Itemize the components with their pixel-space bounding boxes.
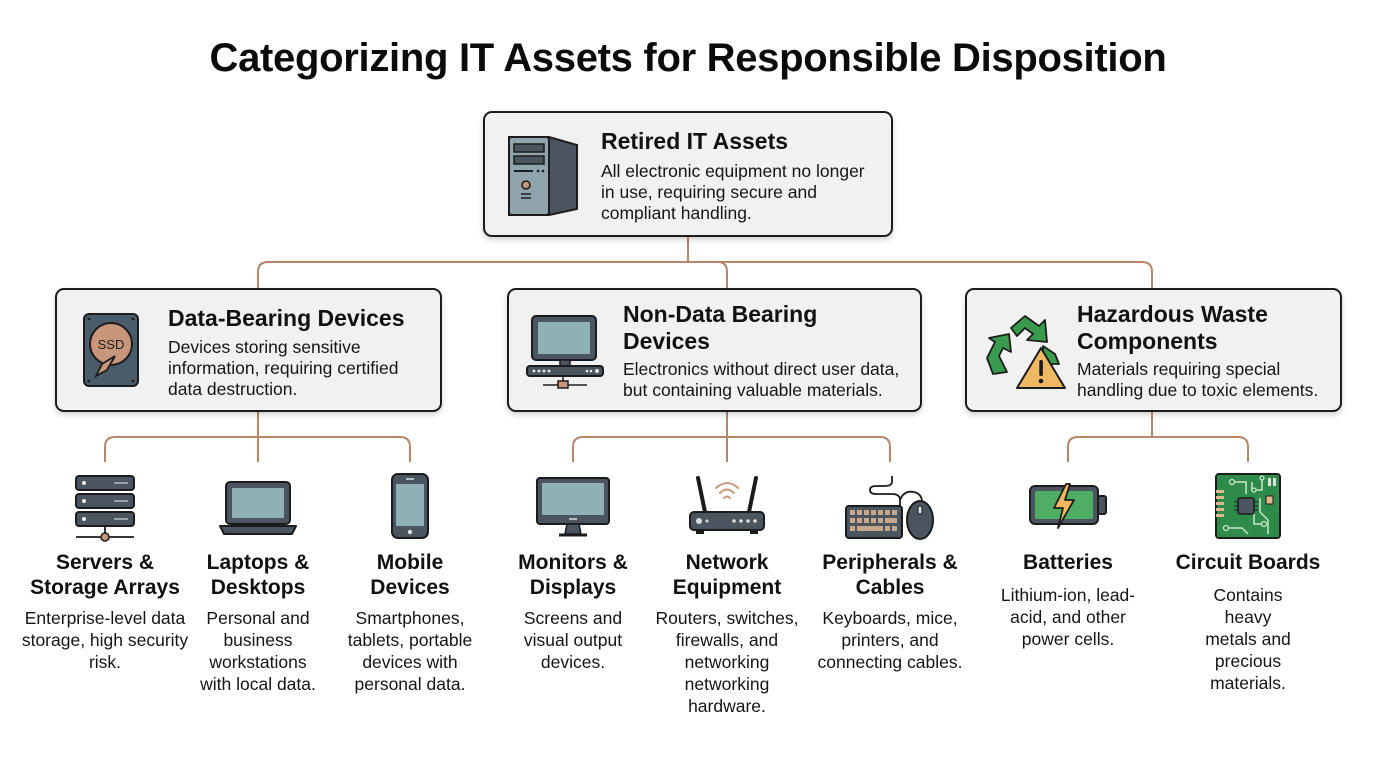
root-description: All electronic equipment no longer in us… bbox=[601, 161, 865, 223]
category-title: Hazardous Waste Components bbox=[1077, 301, 1268, 354]
leaf-description: Screens and visual output devices. bbox=[523, 608, 623, 672]
leaf-title: Monitors & Displays bbox=[518, 551, 628, 599]
keyboard-mouse-icon bbox=[845, 476, 934, 540]
router-icon bbox=[689, 476, 765, 534]
leaf-description: Contains heavy metals and precious mater… bbox=[1205, 585, 1291, 693]
leaf-description: Routers, switches, firewalls, and networ… bbox=[655, 608, 799, 716]
root-title: Retired IT Assets bbox=[601, 128, 789, 154]
monitor-icon bbox=[536, 477, 610, 537]
server-rack-icon bbox=[75, 475, 135, 542]
smartphone-icon bbox=[391, 473, 429, 539]
leaf-servers-storage: Servers & Storage Arrays Enterprise-leve… bbox=[22, 470, 188, 720]
category-title: Non-Data Bearing Devices bbox=[623, 301, 818, 354]
leaf-peripherals-cables: Peripherals & Cables Keyboards, mice, pr… bbox=[815, 470, 965, 720]
category-box-data-bearing: SSD Data-Bearing Devices Devices storing… bbox=[55, 288, 442, 412]
category-box-non-data-bearing: Non-Data Bearing Devices Electronics wit… bbox=[507, 288, 922, 412]
leaf-circuit-boards: Circuit Boards Contains heavy metals and… bbox=[1173, 470, 1323, 700]
ssd-drive-icon: SSD bbox=[83, 313, 139, 387]
leaf-laptops-desktops: Laptops & Desktops Personal and business… bbox=[193, 470, 323, 720]
leaf-title: Mobile Devices bbox=[370, 551, 450, 599]
page-title: Categorizing IT Assets for Responsible D… bbox=[209, 36, 1167, 80]
monitor-network-icon bbox=[526, 315, 604, 389]
circuit-board-icon bbox=[1215, 473, 1281, 539]
leaf-description: Enterprise-level data storage, high secu… bbox=[21, 608, 189, 672]
leaf-title: Servers & Storage Arrays bbox=[30, 551, 180, 599]
category-description: Devices storing sensitive information, r… bbox=[168, 337, 399, 399]
category-description: Materials requiring special handling due… bbox=[1077, 359, 1319, 400]
leaf-title: Laptops & Desktops bbox=[206, 551, 310, 599]
battery-icon bbox=[1029, 483, 1107, 529]
leaf-batteries: Batteries Lithium-ion, lead-acid, and ot… bbox=[995, 470, 1141, 700]
category-title: Data-Bearing Devices bbox=[168, 305, 405, 331]
desktop-tower-icon bbox=[508, 136, 578, 216]
leaf-description: Keyboards, mice, printers, and connectin… bbox=[817, 608, 963, 672]
ssd-label: SSD bbox=[98, 337, 125, 352]
category-box-hazardous: Hazardous Waste Components Materials req… bbox=[965, 288, 1342, 412]
category-description: Electronics without direct user data, bu… bbox=[623, 359, 900, 400]
leaf-mobile-devices: Mobile Devices Smartphones, tablets, por… bbox=[340, 470, 480, 720]
laptop-icon bbox=[219, 481, 297, 535]
leaf-title: Batteries bbox=[1023, 551, 1113, 574]
leaf-network-equipment: Network Equipment Routers, switches, fir… bbox=[652, 470, 802, 720]
root-node-box: Retired IT Assets All electronic equipme… bbox=[483, 111, 893, 237]
recycle-warning-icon bbox=[986, 315, 1066, 389]
leaf-title: Peripherals & Cables bbox=[822, 551, 958, 599]
leaf-monitors-displays: Monitors & Displays Screens and visual o… bbox=[508, 470, 638, 720]
leaf-description: Personal and business workstations with … bbox=[200, 608, 316, 694]
leaf-title: Network Equipment bbox=[672, 551, 782, 599]
leaf-title: Circuit Boards bbox=[1175, 551, 1321, 574]
leaf-description: Smartphones, tablets, portable devices w… bbox=[347, 608, 473, 694]
leaf-description: Lithium-ion, lead-acid, and other power … bbox=[1000, 585, 1136, 649]
